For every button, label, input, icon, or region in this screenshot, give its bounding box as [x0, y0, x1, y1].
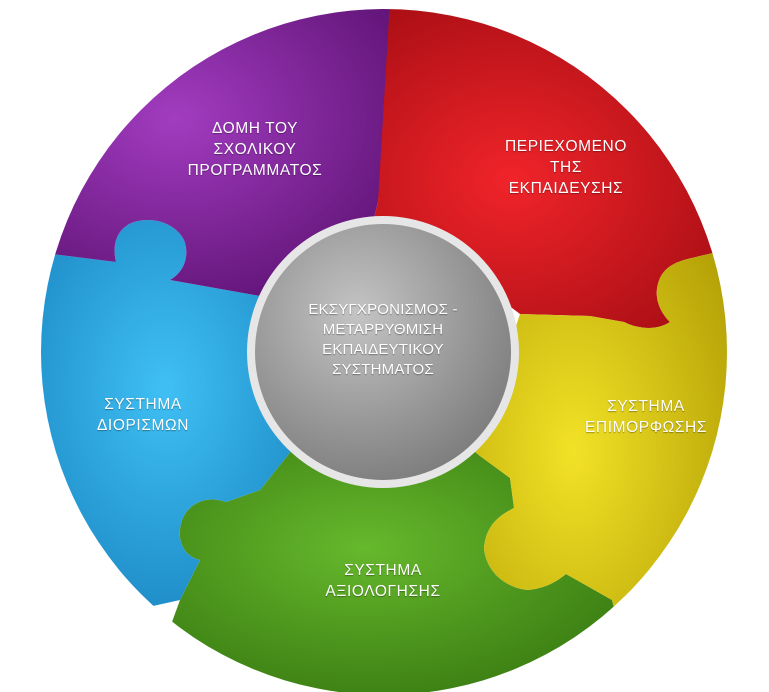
- label-content-line-2: ΤΗΣ: [549, 159, 583, 176]
- center-label: ΕΚΣΥΓΧΡΟΝΙΣΜΟΣ - ΜΕΤΑΡΡΥΘΜΙΣΗ ΕΚΠΑΙΔΕΥΤΙ…: [278, 300, 488, 380]
- label-content: ΠΕΡΙΕΧΟΜΕΝΟ ΤΗΣ ΕΚΠΑΙΔΕΥΣΗΣ: [476, 136, 656, 199]
- label-content-line-1: ΠΕΡΙΕΧΟΜΕΝΟ: [504, 138, 627, 155]
- label-training-line-1: ΣΥΣΤΗΜΑ: [607, 398, 685, 415]
- label-training: ΣΥΣΤΗΜΑ ΕΠΙΜΟΡΦΩΣΗΣ: [556, 396, 736, 438]
- label-appointments-line-2: ΔΙΟΡΙΣΜΩΝ: [96, 417, 190, 434]
- label-training-line-2: ΕΠΙΜΟΡΦΩΣΗΣ: [584, 419, 708, 436]
- label-evaluation-line-1: ΣΥΣΤΗΜΑ: [344, 562, 422, 579]
- label-structure-line-2: ΣΧΟΛΙΚΟΥ: [213, 141, 297, 158]
- center-label-line-4: ΣΥΣΤΗΜΑΤΟΣ: [332, 361, 434, 378]
- label-appointments: ΣΥΣΤΗΜΑ ΔΙΟΡΙΣΜΩΝ: [68, 394, 218, 436]
- label-content-line-3: ΕΚΠΑΙΔΕΥΣΗΣ: [508, 180, 624, 197]
- label-appointments-line-1: ΣΥΣΤΗΜΑ: [104, 396, 182, 413]
- label-structure: ΔΟΜΗ ΤΟΥ ΣΧΟΛΙΚΟΥ ΠΡΟΓΡΑΜΜΑΤΟΣ: [170, 118, 340, 181]
- label-evaluation: ΣΥΣΤΗΜΑ ΑΞΙΟΛΟΓΗΣΗΣ: [298, 560, 468, 602]
- label-evaluation-line-2: ΑΞΙΟΛΟΓΗΣΗΣ: [325, 583, 441, 600]
- puzzle-piece-evaluation: [140, 440, 640, 692]
- center-label-line-2: ΜΕΤΑΡΡΥΘΜΙΣΗ: [322, 321, 444, 338]
- label-structure-line-3: ΠΡΟΓΡΑΜΜΑΤΟΣ: [187, 162, 323, 179]
- center-circle: [255, 224, 511, 480]
- center-label-line-3: ΕΚΠΑΙΔΕΥΤΙΚΟΥ: [322, 341, 444, 358]
- label-structure-line-1: ΔΟΜΗ ΤΟΥ: [211, 120, 299, 137]
- center-label-line-1: ΕΚΣΥΓΧΡΟΝΙΣΜΟΣ -: [308, 301, 458, 318]
